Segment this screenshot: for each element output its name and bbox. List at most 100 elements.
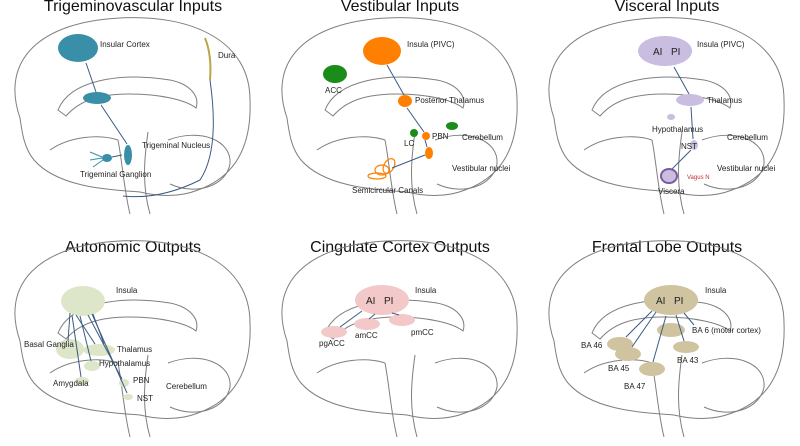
cerebellum-label: Cerebellum	[462, 133, 503, 142]
brain-outline-stroke-3	[167, 357, 231, 413]
brain-outline-stroke-3	[167, 134, 231, 190]
nst-node	[690, 140, 698, 150]
acc-node	[323, 65, 347, 83]
viscera-node	[660, 168, 678, 184]
vagus-n-label: Vagus N	[687, 175, 710, 181]
insula-label-text: Insula (PIVC)	[407, 40, 455, 49]
panel-vestibular-inputs: Vestibular Inputs Insula (PIVC) ACC Post…	[267, 0, 533, 223]
ba6-node	[657, 323, 685, 337]
insula-label: Insula	[116, 286, 138, 295]
nst-node	[123, 394, 133, 400]
pathway-arrows	[386, 64, 428, 169]
cerebellum-label: Cerebellum	[727, 133, 768, 142]
brain-outline-stroke-3	[701, 134, 765, 190]
thalamus-node	[83, 92, 111, 104]
panel-title: Cingulate Cortex Outputs	[310, 239, 490, 256]
amygdala-node	[75, 377, 89, 385]
brain-outline-stroke-2	[384, 354, 418, 438]
panel-title: Vestibular Inputs	[340, 0, 460, 15]
brain-diagram: Insular Cortex Dura Trigeminal Nucleus T…	[14, 17, 251, 215]
ba47-label: BA 47	[624, 382, 646, 391]
brain-diagram: Insula Basal Ganglia Thalamus Hypothalam…	[14, 240, 251, 438]
hypothalamus-node	[84, 361, 100, 371]
brain-outline-stroke-1	[324, 76, 465, 117]
panel-cingulate-cortex-outputs: Cingulate Cortex Outputs AI PI Insula pg…	[267, 223, 533, 446]
ba46-label: BA 46	[581, 341, 603, 350]
basal-ganglia-node	[56, 339, 84, 359]
brain-outline	[14, 240, 251, 438]
ba6-label: BA 6 (motor cortex)	[692, 326, 761, 335]
brain-outline-stroke-0	[548, 240, 785, 419]
insular-cortex-node	[58, 34, 98, 62]
brain-outline-stroke-4	[316, 136, 386, 151]
brain-outline-stroke-3	[434, 357, 498, 413]
brain-outline-stroke-0	[281, 17, 518, 196]
hypothalamus-label: Hypothalamus	[652, 125, 703, 134]
amcc-node	[354, 318, 380, 330]
pathway-arrows	[85, 62, 214, 198]
brain-outline	[281, 17, 518, 215]
panel-visceral-inputs: Visceral Inputs AI PI Insula (PIVC) Thal…	[534, 0, 800, 223]
insula-node	[363, 37, 401, 65]
insula-label: Insula	[415, 286, 437, 295]
insula-label: Insula (PIVC)	[407, 40, 455, 49]
pbn-node	[422, 132, 430, 140]
amygdala-label: Amygdala	[53, 379, 89, 388]
brain-outline-stroke-4	[316, 359, 386, 374]
acc-label: ACC	[325, 86, 342, 95]
ba43-node	[673, 341, 699, 353]
nst-label: NST	[137, 394, 153, 403]
brain-outline-stroke-3	[434, 134, 498, 190]
trigeminal-nucleus-node	[124, 145, 132, 165]
brain-diagram: AI PI Insula pgACC amCC pmCC	[281, 240, 518, 438]
hypothalamus-label: Hypothalamus	[99, 359, 150, 368]
ba47-node	[639, 362, 665, 376]
brain-outline-stroke-0	[14, 17, 251, 196]
thalamus-label: Thalamus	[117, 345, 152, 354]
vestibular-nuclei-label: Vestibular nuclei	[717, 164, 775, 173]
brain-outline-stroke-2	[651, 131, 685, 215]
brain-outline-stroke-1	[57, 76, 198, 117]
vestibular-nuclei-node	[425, 147, 433, 159]
ba45-node	[615, 347, 641, 361]
insula-node	[61, 286, 105, 316]
brain-diagram: AI PI Insula (PIVC) Thalamus Hypothalamu…	[548, 17, 785, 215]
pathway-arrows	[625, 310, 695, 363]
brain-outline-stroke-3	[701, 357, 765, 413]
pathway-arrows	[339, 310, 400, 328]
panel-trigeminovascular-inputs: Trigeminovascular Inputs Insular Cortex …	[0, 0, 266, 223]
brain-outline-stroke-4	[583, 359, 653, 374]
lc-label: LC	[404, 139, 414, 148]
ai-label: AI	[656, 296, 665, 307]
brain-outline-stroke-1	[591, 76, 732, 117]
insula-node	[638, 36, 692, 66]
insula-node	[355, 285, 409, 315]
brain-diagram: AI PI Insula BA 6 (motor cortex) BA 46 B…	[548, 240, 785, 438]
trigeminal-nucleus-label-text: Trigeminal Nucleus	[142, 141, 210, 150]
pi-label: PI	[671, 47, 680, 58]
thalamus-label: Thalamus	[707, 96, 742, 105]
pmcc-node	[389, 314, 415, 326]
brain-outline	[14, 17, 251, 215]
insula-label-text: Insula (PIVC)	[697, 40, 745, 49]
ba45-label: BA 45	[608, 364, 630, 373]
cerebellum-label: Cerebellum	[166, 382, 207, 391]
pi-label: PI	[384, 296, 393, 307]
panel-title: Visceral Inputs	[614, 0, 720, 15]
pathway-arrows	[67, 312, 128, 394]
thalamus-node	[676, 94, 704, 106]
brain-outline	[281, 240, 518, 438]
amcc-label: amCC	[355, 331, 378, 340]
semicircular-canals-label: Semicircular Canals	[352, 186, 423, 195]
posterior-thalamus-label: Posterior Thalamus	[415, 96, 484, 105]
insular-cortex-label: Insular Cortex	[100, 40, 150, 49]
ba43-label: BA 43	[677, 356, 699, 365]
nst-label: NST	[681, 142, 697, 151]
ganglion-fibers	[89, 151, 104, 168]
panel-frontal-lobe-outputs: Frontal Lobe Outputs AI PI Insula BA 6 (…	[534, 223, 800, 446]
pi-label: PI	[674, 296, 683, 307]
pgacc-label: pgACC	[319, 339, 345, 348]
basal-ganglia-label: Basal Ganglia	[24, 340, 74, 349]
pgacc-node	[321, 326, 347, 338]
cerebellum-node	[446, 122, 458, 130]
